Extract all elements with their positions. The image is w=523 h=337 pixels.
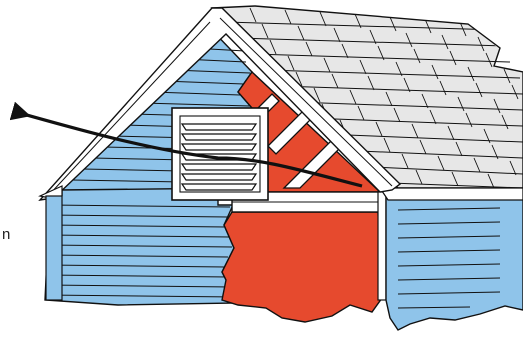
corner-post xyxy=(378,192,386,300)
right-eave-trim xyxy=(380,188,523,200)
side-text-label: n xyxy=(2,226,10,243)
right-siding xyxy=(386,196,523,330)
attic-cutaway-lower xyxy=(222,212,382,322)
